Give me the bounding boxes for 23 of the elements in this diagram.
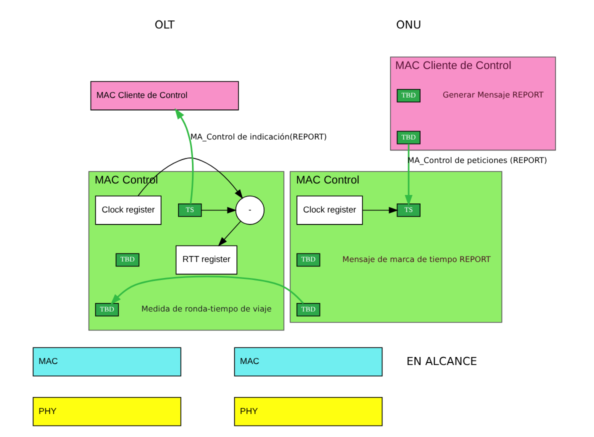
node-label: Generar Mensaje REPORT — [442, 90, 544, 100]
node-box: PHY — [234, 396, 382, 426]
label: EN ALCANCE — [406, 354, 477, 368]
node-box: PHY — [32, 396, 181, 426]
node-box: RTT register — [175, 245, 237, 275]
arrow — [200, 206, 236, 214]
label: ONU — [396, 18, 421, 32]
node-box: MAC — [32, 347, 181, 376]
node-circle: - — [234, 196, 264, 225]
arrow — [110, 276, 304, 305]
node-box: MAC Cliente de Control — [90, 81, 238, 110]
arrow — [218, 220, 241, 246]
arrow — [174, 108, 194, 204]
arrow — [137, 158, 242, 199]
label: Medida de ronda-tiempo de viaje — [140, 304, 272, 314]
arrow — [362, 206, 398, 214]
label: OLT — [154, 18, 174, 32]
node-box: MAC — [234, 347, 382, 376]
arrow — [404, 144, 412, 206]
node-label: Mensaje de marca de tiempo REPORT — [342, 254, 490, 264]
edge-label: MA_Control de indicación(REPORT) — [190, 132, 326, 142]
node-box: Clock register — [296, 196, 362, 225]
node-box: Clock register — [94, 196, 161, 225]
